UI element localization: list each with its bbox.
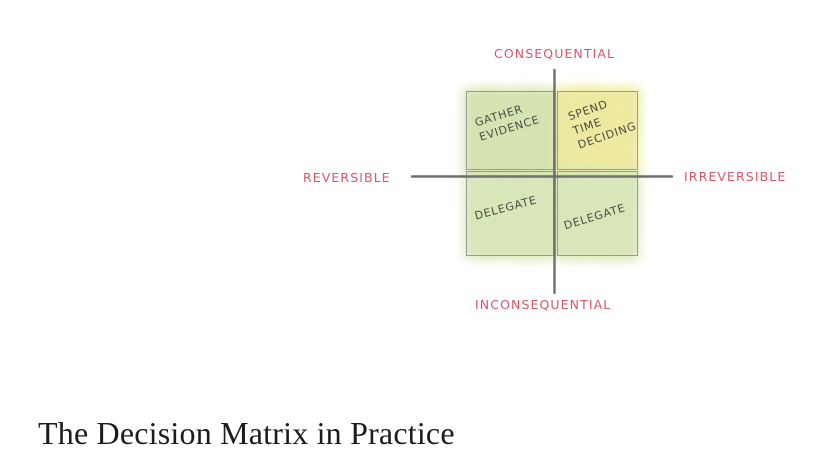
axis-label-reversible: REVERSIBLE [303, 170, 391, 185]
quadrant-fill-bottom-left [467, 172, 553, 255]
axis-label-consequential: CONSEQUENTIAL [494, 46, 616, 61]
quadrant-outline-bottom-right [557, 171, 638, 256]
axis-label-irreversible: IRREVERSIBLE [684, 169, 787, 184]
axis-lines [410, 68, 674, 295]
decision-matrix-canvas [410, 68, 674, 295]
quadrant-fill-top-right [558, 92, 637, 169]
quadrant-fills [467, 92, 637, 255]
quadrant-outline-top-right [557, 91, 638, 170]
quadrant-fill-bottom-right [558, 172, 637, 255]
page-title: The Decision Matrix in Practice [38, 415, 455, 451]
decision-matrix-figure: CONSEQUENTIAL INCONSEQUENTIAL REVERSIBLE… [303, 46, 787, 312]
quadrant-fill-top-left [467, 92, 553, 169]
axis-label-inconsequential: INCONSEQUENTIAL [475, 297, 612, 312]
